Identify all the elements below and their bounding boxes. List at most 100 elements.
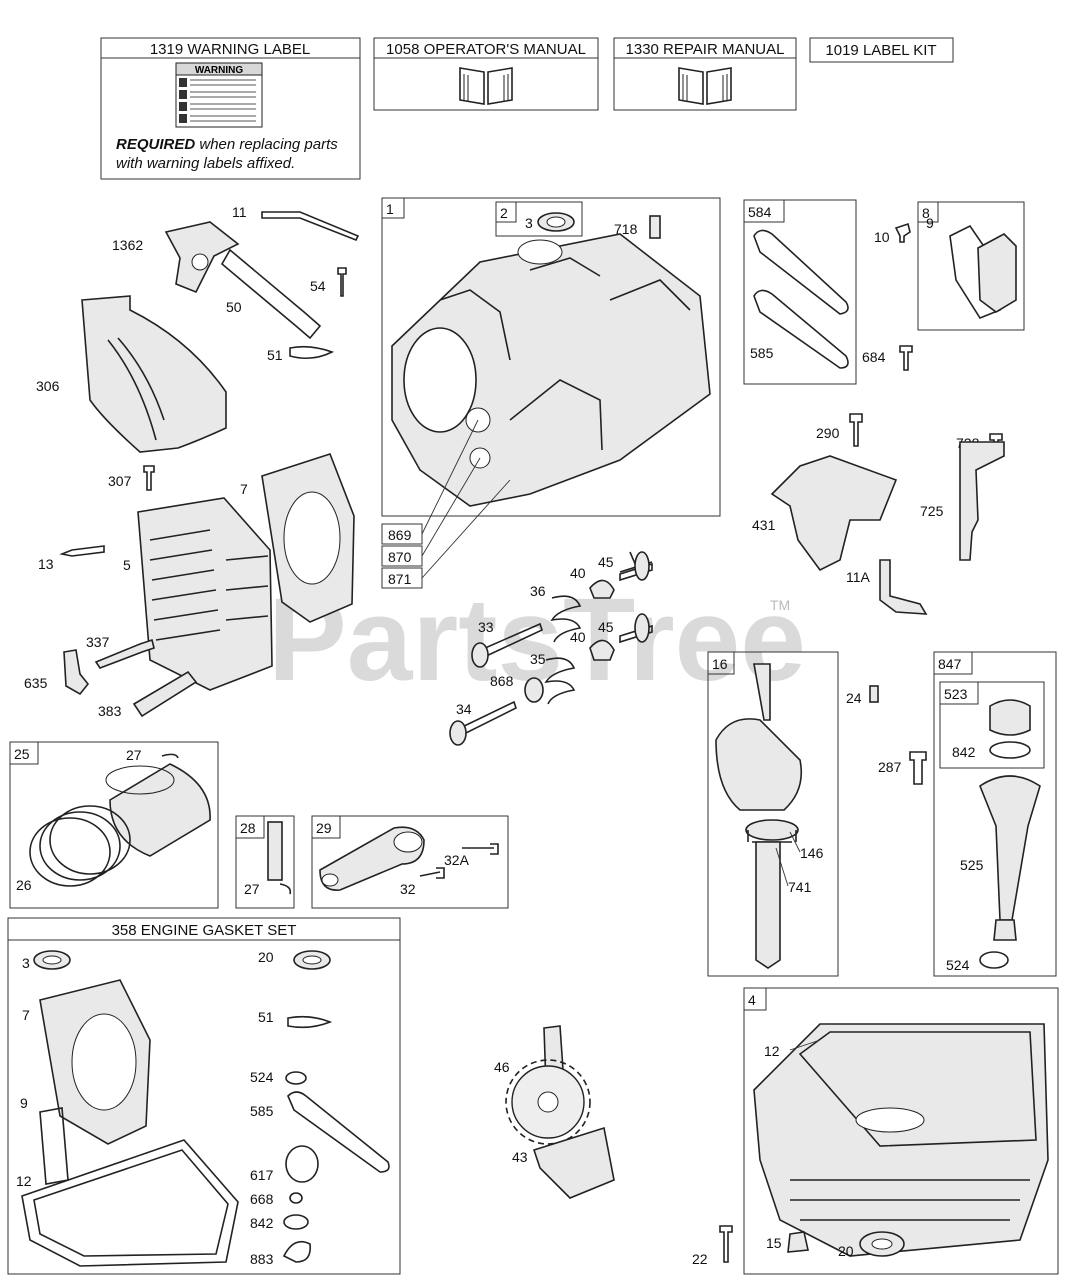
part-20-seal[interactable]: 20 [838, 1231, 905, 1259]
svg-text:741: 741 [788, 879, 812, 895]
group-8-breather[interactable]: 8 9 [917, 201, 1025, 331]
watermark-tm: TM [770, 597, 790, 613]
svg-text:20: 20 [258, 949, 274, 965]
svg-text:10: 10 [874, 229, 890, 245]
part-46-camshaft[interactable]: 46 [494, 1025, 591, 1145]
svg-text:1: 1 [386, 201, 394, 217]
svg-text:2: 2 [500, 205, 508, 221]
svg-text:50: 50 [226, 299, 242, 315]
part-1362-bracket[interactable]: 1362 [112, 221, 240, 294]
label-kit-box[interactable]: 1019 LABEL KIT [809, 37, 954, 63]
svg-text:290: 290 [816, 425, 840, 441]
group-584-gaskets[interactable]: 584 585 [743, 199, 857, 385]
svg-text:1362: 1362 [112, 237, 143, 253]
svg-text:7: 7 [240, 481, 248, 497]
repair-manual-title: 1330 REPAIR MANUAL [626, 41, 785, 58]
svg-text:524: 524 [250, 1069, 274, 1085]
svg-text:33: 33 [478, 619, 494, 635]
svg-text:871: 871 [388, 571, 412, 587]
required-line1: when replacing parts [195, 136, 338, 153]
group-25-piston[interactable]: 25 27 26 [9, 741, 219, 909]
manual-book-icon [459, 67, 513, 105]
svg-text:12: 12 [16, 1173, 32, 1189]
svg-text:7: 7 [22, 1007, 30, 1023]
svg-text:20: 20 [838, 1243, 854, 1259]
engine-gasket-set[interactable]: 358 ENGINE GASKET SET 3 7 9 12 20 51 524… [7, 917, 401, 1275]
part-383-tube[interactable]: 383 [98, 670, 198, 719]
svg-text:54: 54 [310, 278, 326, 294]
svg-text:16: 16 [712, 656, 728, 672]
svg-text:12: 12 [764, 1043, 780, 1059]
svg-text:585: 585 [250, 1103, 274, 1119]
group-16-crankshaft[interactable]: 16 146 741 [707, 651, 839, 977]
part-43-governor[interactable]: 43 [512, 1126, 615, 1199]
part-54-screw[interactable]: 54 [310, 267, 347, 297]
part-13-bolt[interactable]: 13 [38, 545, 105, 572]
valve-parts[interactable]: 45 40 36 33 45 40 35 868 34 [449, 551, 653, 746]
group-28-piston-pin[interactable]: 28 27 [235, 815, 295, 909]
svg-text:585: 585 [750, 345, 774, 361]
svg-text:27: 27 [126, 747, 142, 763]
part-307-screw[interactable]: 307 [108, 465, 155, 491]
part-290-bolt[interactable]: 290 [816, 413, 863, 447]
svg-text:45: 45 [598, 554, 614, 570]
svg-text:9: 9 [20, 1095, 28, 1111]
part-22-bolt[interactable]: 22 [692, 1225, 733, 1267]
svg-text:26: 26 [16, 877, 32, 893]
group-4-sump[interactable]: 4 12 [743, 987, 1059, 1275]
part-5-cylinder-head[interactable]: 5 [123, 497, 273, 691]
part-7-head-gasket[interactable]: 7 [240, 453, 355, 623]
svg-text:15: 15 [766, 1235, 782, 1251]
svg-text:43: 43 [512, 1149, 528, 1165]
svg-text:718: 718 [614, 221, 638, 237]
svg-text:51: 51 [267, 347, 283, 363]
svg-text:29: 29 [316, 820, 332, 836]
group-29-connecting-rod[interactable]: 29 32A 32 [311, 815, 509, 909]
group-1-cylinder-block[interactable]: 1 2 3 718 [381, 197, 721, 517]
svg-text:11: 11 [232, 204, 247, 220]
svg-text:307: 307 [108, 473, 132, 489]
part-684-screw[interactable]: 684 [862, 345, 913, 371]
part-306-shield[interactable]: 306 [36, 295, 227, 453]
part-24-key[interactable]: 24 [846, 685, 879, 706]
svg-text:525: 525 [960, 857, 984, 873]
svg-text:617: 617 [250, 1167, 274, 1183]
svg-text:25: 25 [14, 746, 30, 762]
svg-text:868: 868 [490, 673, 514, 689]
svg-text:9: 9 [926, 215, 934, 231]
svg-text:22: 22 [692, 1251, 708, 1267]
part-635-boot[interactable]: 635 [24, 649, 90, 696]
part-431-air-guide[interactable]: 431 [752, 455, 898, 572]
part-51-gasket[interactable]: 51 [267, 345, 335, 363]
part-10-screw[interactable]: 10 [874, 222, 911, 245]
svg-text:35: 35 [530, 651, 546, 667]
groups-869-871-plugs[interactable]: 869 870 871 [381, 419, 511, 589]
part-11a-tube[interactable]: 11A [846, 559, 928, 615]
svg-text:5: 5 [123, 557, 131, 573]
svg-text:3: 3 [22, 955, 30, 971]
manual-book-icon [678, 67, 732, 105]
part-11-tube[interactable]: 11 [232, 204, 360, 242]
svg-text:847: 847 [938, 656, 962, 672]
part-287-bolt[interactable]: 287 [878, 751, 927, 785]
svg-text:287: 287 [878, 759, 902, 775]
svg-text:13: 13 [38, 556, 54, 572]
svg-text:REQUIRED when replacing parts: REQUIRED when replacing parts [116, 136, 338, 153]
part-725-baffle[interactable]: 725 [920, 441, 1005, 561]
svg-text:635: 635 [24, 675, 48, 691]
part-50-tube[interactable]: 50 [220, 248, 322, 340]
group-847-dipstick-tube[interactable]: 847 523 842 525 524 [933, 651, 1057, 977]
svg-text:725: 725 [920, 503, 944, 519]
warning-label-box[interactable]: 1319 WARNING LABEL WARNING REQUIRED when… [100, 37, 361, 180]
svg-text:584: 584 [748, 204, 772, 220]
operators-manual-box[interactable]: 1058 OPERATOR'S MANUAL [373, 37, 599, 111]
repair-manual-box[interactable]: 1330 REPAIR MANUAL [613, 37, 797, 111]
svg-text:46: 46 [494, 1059, 510, 1075]
part-337-spark-plug[interactable]: 337 [86, 634, 155, 669]
svg-text:431: 431 [752, 517, 776, 533]
svg-text:27: 27 [244, 881, 260, 897]
svg-text:40: 40 [570, 629, 586, 645]
part-15-plug[interactable]: 15 [766, 1231, 809, 1253]
svg-text:684: 684 [862, 349, 886, 365]
label-kit-title: 1019 LABEL KIT [825, 42, 936, 59]
